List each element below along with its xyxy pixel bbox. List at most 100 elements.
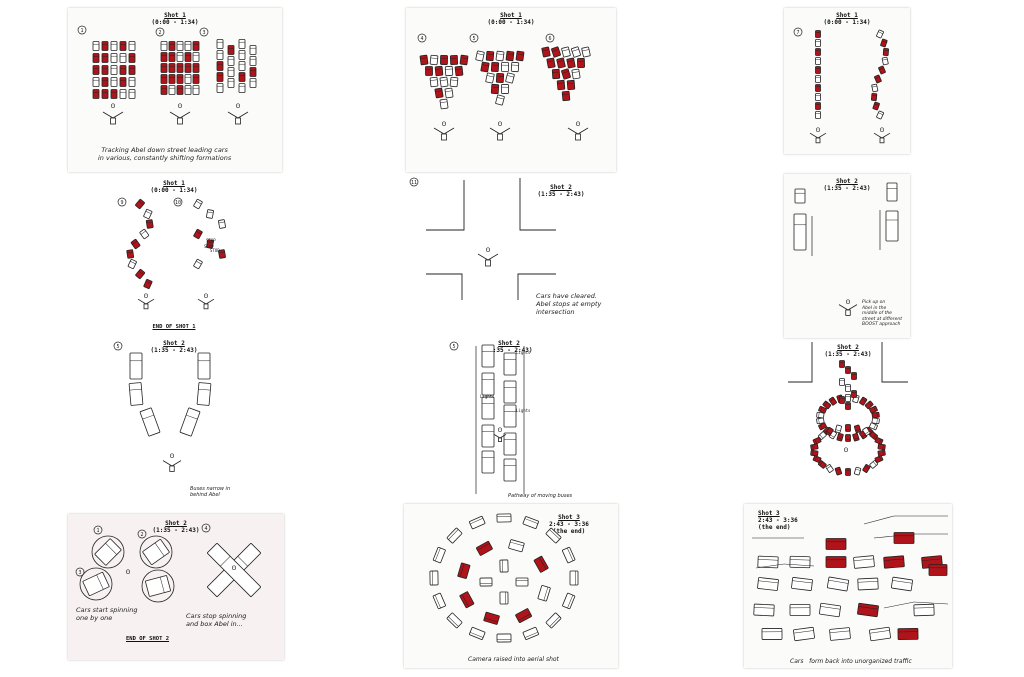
white-car (184, 41, 192, 51)
panel-title: Shot 3 (558, 514, 580, 521)
white-car (876, 110, 884, 120)
red-car (419, 54, 429, 66)
white-car (475, 50, 485, 62)
red-car (193, 228, 203, 240)
red-car (160, 85, 168, 95)
white-car (238, 61, 246, 71)
red-car (825, 538, 847, 550)
white-car (481, 396, 495, 420)
stop-label: STOP (206, 238, 216, 243)
spin-circle (91, 535, 125, 569)
abel-figure: ʘ (498, 427, 503, 434)
white-car (128, 382, 144, 406)
camera-view-line (499, 127, 511, 135)
panel-number: 2 (140, 532, 143, 538)
panel-title: Shot 2 (550, 184, 572, 191)
white-car (127, 258, 137, 270)
white-car (432, 592, 446, 610)
white-car (481, 424, 495, 448)
white-car (184, 74, 192, 84)
road-line (881, 342, 908, 383)
panel-caption: Cars form back into unorganized traffic (790, 658, 912, 665)
red-car (483, 611, 500, 625)
camera-icon (110, 117, 116, 125)
white-car (581, 46, 591, 58)
white-car (761, 628, 783, 640)
lane-line (883, 601, 949, 609)
red-car (490, 61, 500, 73)
panel-caption: Tracking Abel down street leading cars i… (98, 146, 232, 162)
red-car (812, 436, 822, 445)
white-car (495, 94, 505, 106)
panel-number-circle (77, 25, 87, 35)
white-car (485, 72, 495, 84)
white-car (249, 78, 257, 88)
panel-number: 3 (202, 30, 205, 36)
red-car (825, 427, 834, 436)
white-car (176, 41, 184, 51)
white-car (845, 384, 851, 392)
red-car (176, 63, 184, 73)
camera-view-line (817, 132, 827, 139)
white-car (885, 210, 899, 242)
panel-number: 11 (411, 180, 417, 186)
white-car (913, 603, 935, 617)
panel-title: Shot 2 (836, 178, 858, 185)
red-car (480, 61, 490, 73)
white-car (216, 83, 224, 93)
white-car (562, 546, 576, 564)
white-car (196, 382, 212, 406)
white-car (826, 576, 850, 592)
red-car (869, 405, 878, 414)
red-car (128, 65, 136, 75)
red-car (176, 85, 184, 95)
white-car (503, 404, 517, 428)
panel-number: 1 (80, 28, 83, 34)
red-car (192, 41, 200, 51)
white-car (449, 76, 459, 88)
red-car (880, 38, 888, 48)
white-car (522, 626, 539, 640)
red-car (227, 45, 235, 55)
end-of-shot-label: END OF SHOT 1 (152, 324, 196, 330)
white-car (92, 41, 100, 51)
red-car (551, 68, 561, 80)
white-car (129, 352, 143, 380)
white-car (168, 85, 176, 95)
camera-view-line (162, 460, 173, 467)
white-car (179, 407, 201, 437)
white-car (503, 380, 517, 404)
red-car (216, 72, 224, 82)
white-car (110, 53, 118, 63)
white-car (110, 41, 118, 51)
white-car (501, 62, 509, 72)
white-car (216, 50, 224, 60)
panel-timecode: (1:35 - 2:43) (485, 347, 533, 354)
camera-view-line (499, 434, 507, 439)
red-car (130, 238, 141, 250)
white-car (871, 83, 879, 93)
red-car (119, 41, 127, 51)
abel-figure: ʘ (170, 453, 175, 460)
white-car (429, 54, 439, 66)
camera-view-line (145, 298, 155, 305)
white-car (793, 626, 815, 642)
white-car (139, 407, 161, 437)
white-car (193, 198, 203, 210)
red-car (810, 443, 819, 451)
white-car (789, 555, 811, 569)
white-car (238, 39, 246, 49)
white-car (545, 612, 562, 629)
road-line (788, 342, 813, 383)
red-car (561, 68, 571, 80)
white-car (819, 602, 841, 618)
red-car (897, 627, 919, 641)
panel-number: 4 (420, 36, 423, 42)
white-car (439, 76, 449, 88)
white-car (110, 77, 118, 87)
abel-figure: ʘ (144, 293, 149, 300)
white-car (481, 344, 495, 368)
